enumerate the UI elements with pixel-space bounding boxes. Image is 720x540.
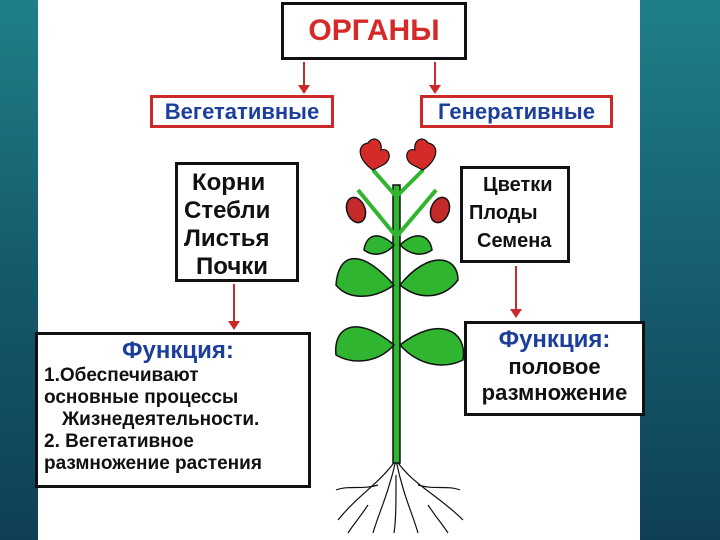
organ-item: Листья <box>184 225 270 252</box>
function-line: размножение растения <box>44 453 262 474</box>
stem <box>356 168 438 464</box>
vegetative-function-box: Функция: 1.Обеспечивают основные процесс… <box>35 332 311 488</box>
function-line: основные процессы <box>44 387 239 408</box>
generative-box: Генеративные <box>420 95 613 128</box>
function-title: Функция: <box>498 326 611 353</box>
arrow-to-vegetative <box>298 62 310 94</box>
leaves <box>335 235 465 366</box>
arrow-to-vegetative-function <box>228 284 240 330</box>
organ-item: Корни <box>192 169 266 196</box>
function-line: половое <box>508 354 601 379</box>
organ-item: Плоды <box>469 202 538 224</box>
function-line: размножение <box>481 380 628 405</box>
title-box: ОРГАНЫ <box>281 2 467 60</box>
vegetative-box: Вегетативные <box>150 95 334 128</box>
function-line: 1.Обеспечивают <box>44 365 199 386</box>
plant-illustration <box>335 138 465 534</box>
organ-item: Семена <box>477 230 552 252</box>
generative-function-box: Функция: половое размножение <box>464 321 645 416</box>
background-left-panel <box>0 0 38 540</box>
fruits <box>345 196 451 224</box>
title-text: ОРГАНЫ <box>308 14 440 47</box>
arrow-to-generative <box>429 62 441 94</box>
organ-item: Почки <box>196 253 269 280</box>
background-right-panel <box>640 0 720 540</box>
vegetative-organs-box: Корни Стебли Листья Почки <box>175 162 299 282</box>
generative-organs-box: Цветки Плоды Семена <box>460 166 570 263</box>
function-line: Жизнедеятельности. <box>62 409 260 430</box>
function-title: Функция: <box>122 337 234 364</box>
vegetative-label: Вегетативные <box>164 98 320 124</box>
organ-item: Цветки <box>483 174 553 196</box>
function-line: 2. Вегетативное <box>44 431 194 452</box>
organ-item: Стебли <box>184 197 271 224</box>
roots <box>335 459 464 534</box>
arrow-to-generative-function <box>510 266 522 318</box>
generative-label: Генеративные <box>438 98 595 124</box>
slide: ОРГАНЫ Вегетативные Генеративные Корни С… <box>35 0 645 540</box>
flowers <box>359 138 437 171</box>
